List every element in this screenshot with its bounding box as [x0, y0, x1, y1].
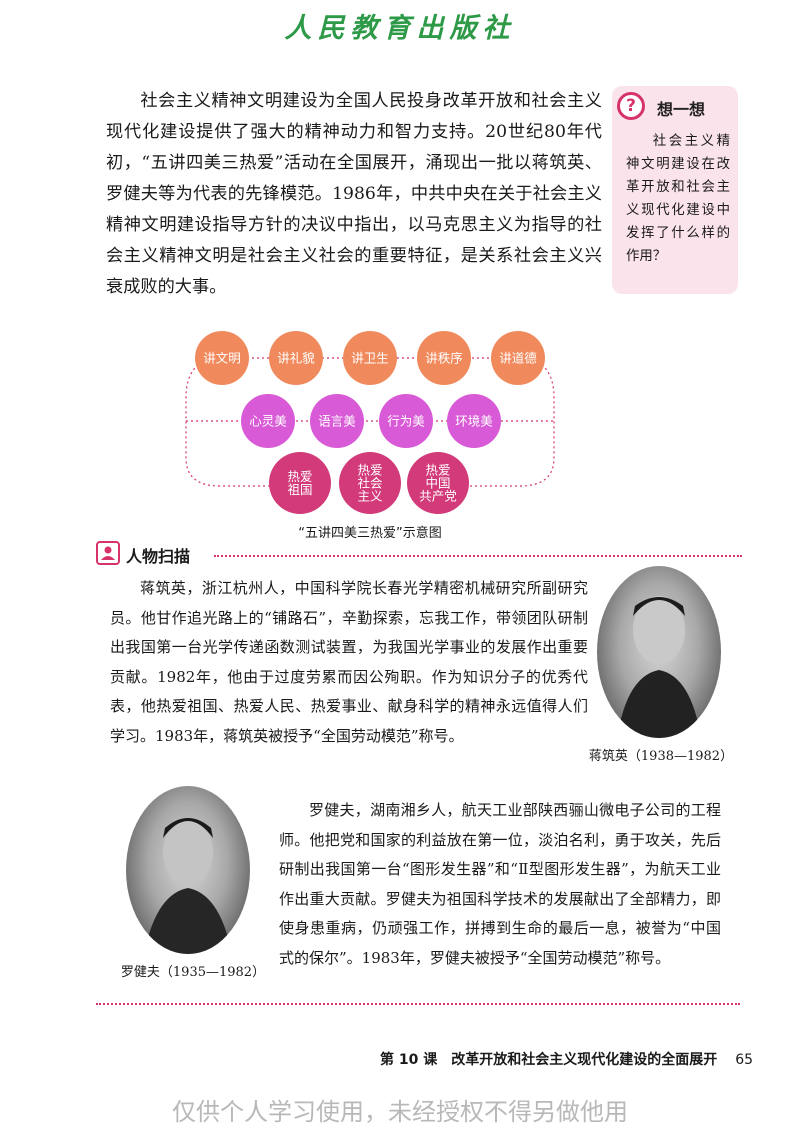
node-circle: [310, 394, 364, 448]
person2-bio: 罗健夫，湖南湘乡人，航天工业部陕西骊山微电子公司的工程师。他把党和国家的利益放在…: [279, 796, 721, 973]
node-circle: [491, 331, 545, 385]
node-讲道德: 讲道德: [491, 331, 545, 385]
node-label: 心灵美: [249, 414, 287, 429]
person2-caption: 罗健夫（1935—1982）: [120, 965, 266, 980]
frame-left: [185, 357, 280, 487]
portrait-figure: [144, 818, 232, 954]
person1-caption: 蒋筑英（1938—1982）: [588, 749, 734, 764]
person-icon: [101, 546, 115, 560]
frame-right: [460, 357, 555, 487]
node-label: 社会: [357, 476, 383, 491]
node-circle: [379, 394, 433, 448]
think-question: 社会主义精神文明建设在改革开放和社会主义现代化建设中发挥了什么样的作用？: [626, 134, 730, 264]
portrait-photo-luo: [126, 786, 250, 954]
node-label: 热爱: [287, 469, 312, 484]
node-circle: [417, 331, 471, 385]
node-环境美: 环境美: [447, 394, 501, 448]
node-circle: [343, 331, 397, 385]
node-label: 语言美: [318, 414, 356, 429]
node-label: 讲秩序: [425, 351, 463, 366]
body-text: 社会主义精神文明建设为全国人民投身改革开放和社会主义现代化建设提供了强大的精神动…: [106, 91, 602, 297]
portrait-photo-jiang: [597, 566, 721, 738]
question-icon: ?: [617, 92, 645, 120]
node-label: 共产党: [419, 489, 457, 504]
node-热爱祖国: 热爱祖国: [269, 452, 331, 514]
node-circle: [269, 331, 323, 385]
node-label: 热爱: [357, 463, 382, 478]
think-box: [612, 86, 738, 294]
diagram-nodes: 讲文明讲礼貌讲卫生讲秩序讲道德心灵美语言美行为美环境美热爱祖国热爱社会主义热爱中…: [195, 331, 545, 514]
node-label: 讲道德: [499, 351, 537, 366]
think-body: 社会主义精神文明建设在改革开放和社会主义现代化建设中发挥了什么样的作用？: [626, 130, 730, 268]
portrait-figure: [617, 596, 701, 738]
node-label: 热爱: [425, 463, 450, 478]
watermark: 仅供个人学习使用，未经授权不得另做他用: [172, 1098, 628, 1126]
node-label: 讲礼貌: [277, 351, 315, 366]
node-label: 中国: [425, 476, 450, 491]
node-circle: [407, 452, 469, 514]
node-label: 祖国: [287, 482, 312, 497]
node-讲文明: 讲文明: [195, 331, 249, 385]
publisher-logo: 人民教育出版社: [284, 13, 516, 44]
node-label: 讲文明: [203, 351, 241, 366]
person2-text: 罗健夫，湖南湘乡人，航天工业部陕西骊山微电子公司的工程师。他把党和国家的利益放在…: [279, 801, 721, 967]
node-circle: [195, 331, 249, 385]
five-four-three-diagram: 讲文明讲礼貌讲卫生讲秩序讲道德心灵美语言美行为美环境美热爱祖国热爱社会主义热爱中…: [185, 331, 555, 514]
node-label: 讲卫生: [351, 351, 389, 366]
node-circle: [339, 452, 401, 514]
node-讲卫生: 讲卫生: [343, 331, 397, 385]
node-语言美: 语言美: [310, 394, 364, 448]
node-心灵美: 心灵美: [241, 394, 295, 448]
node-circle: [447, 394, 501, 448]
bottom-divider: [96, 1003, 740, 1005]
profile-icon: [96, 541, 120, 565]
node-讲礼貌: 讲礼貌: [269, 331, 323, 385]
diagram-caption: “五讲四美三热爱”示意图: [298, 526, 442, 541]
section-divider: [214, 555, 742, 557]
person1-bio: 蒋筑英，浙江杭州人，中国科学院长春光学精密机械研究所副研究员。他甘作追光路上的“…: [110, 574, 588, 751]
node-label: 环境美: [455, 414, 493, 429]
node-行为美: 行为美: [379, 394, 433, 448]
node-circle: [269, 452, 331, 514]
person1-text: 蒋筑英，浙江杭州人，中国科学院长春光学精密机械研究所副研究员。他甘作追光路上的“…: [110, 579, 588, 745]
page-footer: 第 10 课 改革开放和社会主义现代化建设的全面展开 65: [380, 1049, 753, 1069]
node-circle: [241, 394, 295, 448]
node-label: 主义: [357, 489, 383, 504]
section-title: 人物扫描: [126, 547, 191, 566]
main-paragraph: 社会主义精神文明建设为全国人民投身改革开放和社会主义现代化建设提供了强大的精神动…: [106, 86, 602, 303]
node-label: 行为美: [387, 414, 425, 429]
page-number: 65: [735, 1052, 754, 1068]
lesson-title: 第 10 课 改革开放和社会主义现代化建设的全面展开: [380, 1052, 718, 1068]
think-title: 想一想: [657, 100, 706, 119]
node-讲秩序: 讲秩序: [417, 331, 471, 385]
